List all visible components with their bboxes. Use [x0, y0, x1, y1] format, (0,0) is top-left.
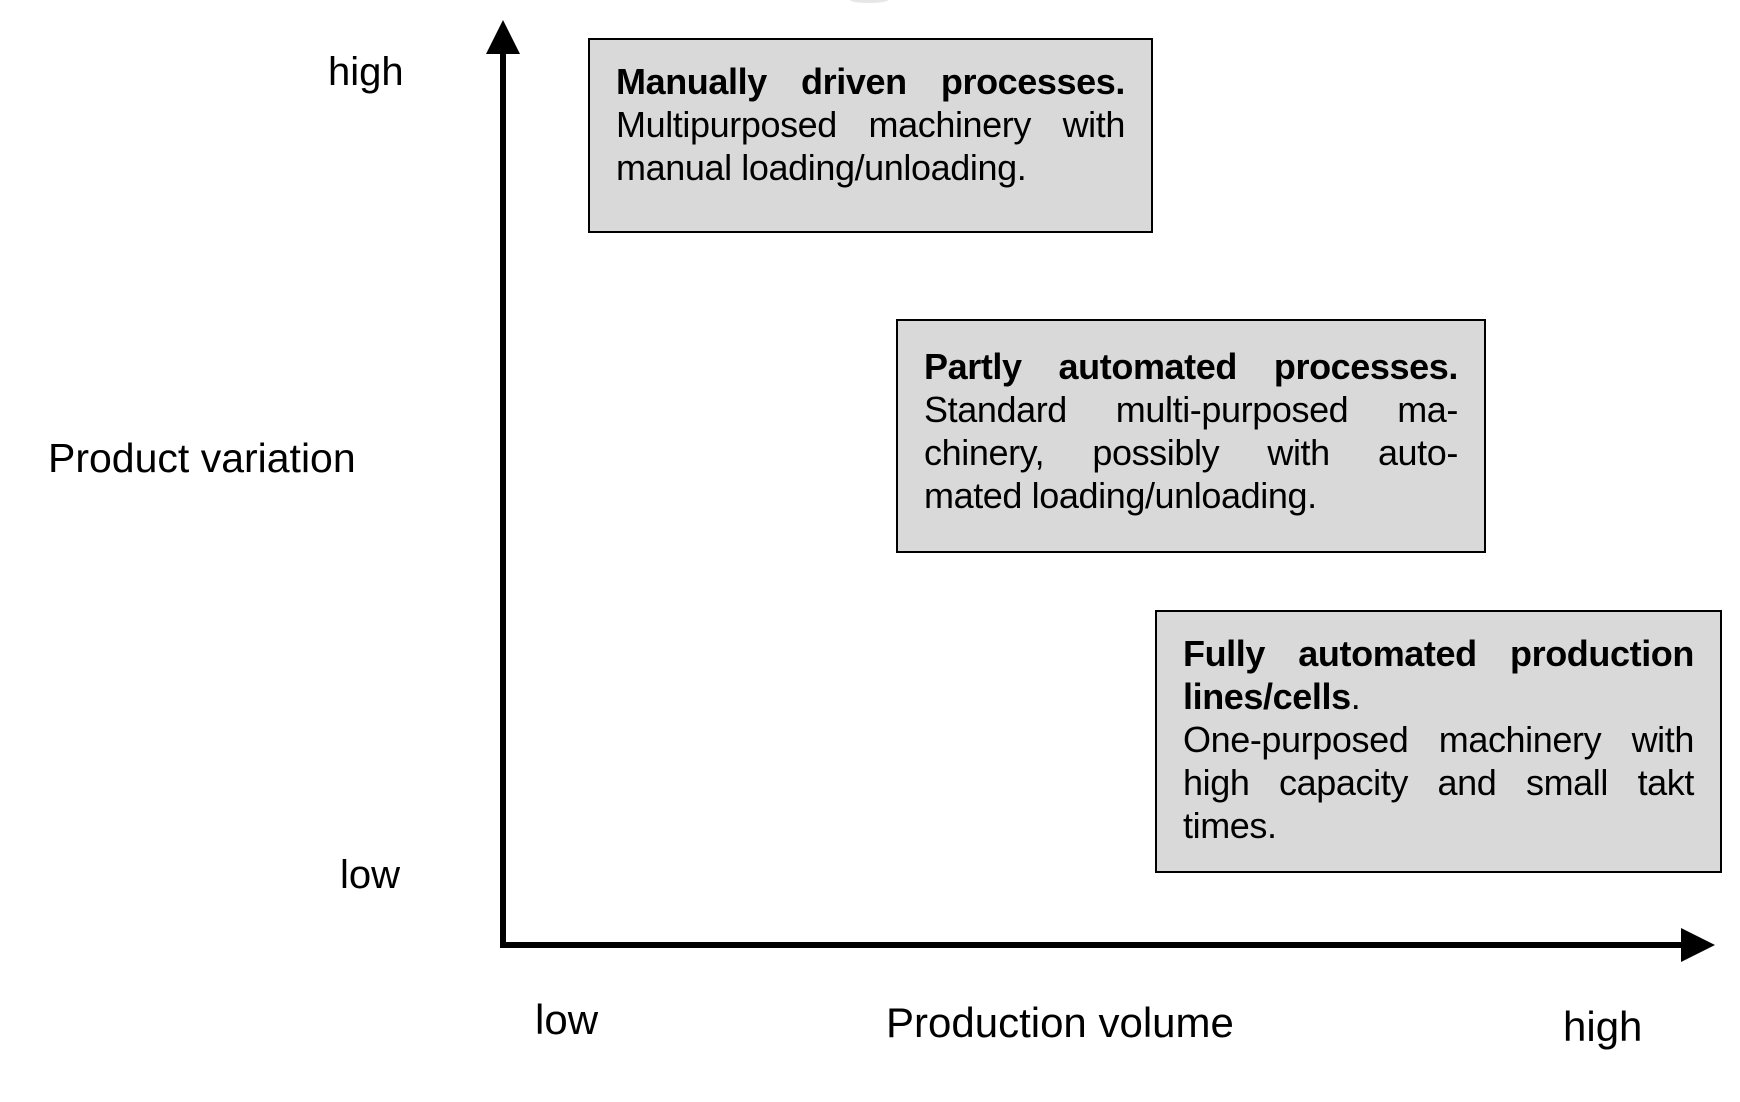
box-heading-bold-part: lines/cells [1183, 676, 1351, 717]
box-body-line: manual loading/unloading. [616, 147, 1027, 188]
x-axis-line [500, 942, 1686, 948]
box-heading-line: Fully automated production [1183, 633, 1694, 674]
box-heading-line: Partly automated processes. [924, 346, 1458, 387]
box-body-line: mated loading/unloading. [924, 475, 1317, 516]
box-heading-line: Manually driven processes. [616, 61, 1125, 102]
annotation-box-fully-automated-production: Fully automated production lines/cells. … [1155, 610, 1722, 873]
annotation-box-partly-automated-processes: Partly automated processes. Standard mul… [896, 319, 1486, 553]
x-axis-high-label: high [1563, 1003, 1643, 1050]
y-axis-line [500, 45, 506, 948]
y-axis-arrowhead-icon [486, 20, 520, 54]
cropped-text-artifact [850, 0, 888, 3]
annotation-box-manually-driven-processes: Manually driven processes. Multipurposed… [588, 38, 1153, 233]
box-body-line: One-purposed machinery with [1183, 719, 1694, 760]
box-body-line: high capacity and small takt [1183, 762, 1694, 803]
y-axis-low-label: low [340, 853, 401, 897]
box-body-line: Multipurposed machinery with [616, 104, 1125, 145]
box-heading-line: lines/cells. [1183, 675, 1694, 718]
box-body-line: times. [1183, 805, 1277, 846]
box-body-line: chinery, possibly with auto- [924, 432, 1458, 473]
x-axis-title: Production volume [886, 999, 1234, 1046]
box-heading-regular-part: . [1350, 676, 1361, 717]
x-axis-arrowhead-icon [1681, 928, 1715, 962]
y-axis-high-label: high [328, 50, 404, 94]
y-axis-title: Product variation [48, 435, 356, 481]
x-axis-low-label: low [535, 996, 599, 1043]
box-body-line: Standard multi-purposed ma- [924, 389, 1458, 430]
